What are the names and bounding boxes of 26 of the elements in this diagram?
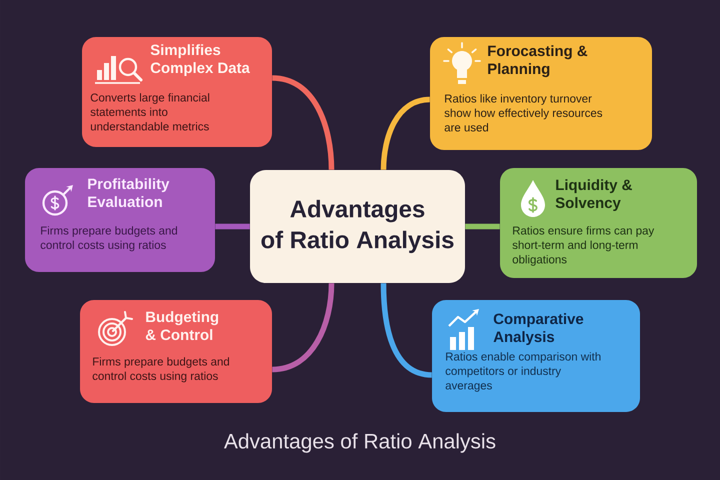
- card-text: Firms prepare budgets and control costs using ratios: [40, 226, 177, 252]
- card-text: Converts large financial statements into understandable metrics: [90, 93, 210, 130]
- info-card: [82, 37, 272, 147]
- card-text: Ratios enable comparison with competitors or industry averages: [446, 352, 600, 392]
- connector-line: [272, 283, 334, 372]
- caption: Advantages of Ratio Analysis: [224, 433, 496, 453]
- connector-line: [215, 224, 250, 230]
- card-heading: Profitability Evaluation: [88, 178, 170, 208]
- card-heading: Simplifies Complex Data: [150, 44, 250, 76]
- card-text: Ratios like inventory turnover show how effectively resources are used: [444, 94, 602, 132]
- connector-line: [272, 75, 334, 170]
- card-heading: Forocasting & Planning: [488, 45, 588, 78]
- info-card: [430, 37, 652, 150]
- card-text: Firms prepare budgets and control costs using ratios: [92, 357, 229, 382]
- connector-line: [380, 283, 432, 378]
- card-heading: Comparative Analysis: [494, 313, 584, 346]
- info-card: [500, 168, 697, 278]
- card-text: Ratios ensure firms can pay short-term and long-term obligations: [512, 226, 654, 266]
- title-box: Advantages of Ratio Analysis: [250, 170, 465, 283]
- connector-line: [465, 224, 500, 230]
- info-card: [80, 300, 272, 403]
- info-card: [25, 168, 215, 272]
- card-heading: Budgeting & Control: [146, 311, 218, 340]
- info-card: [432, 300, 640, 412]
- connector-line: [380, 96, 430, 170]
- card-heading: Liquidity & Solvency: [556, 179, 632, 212]
